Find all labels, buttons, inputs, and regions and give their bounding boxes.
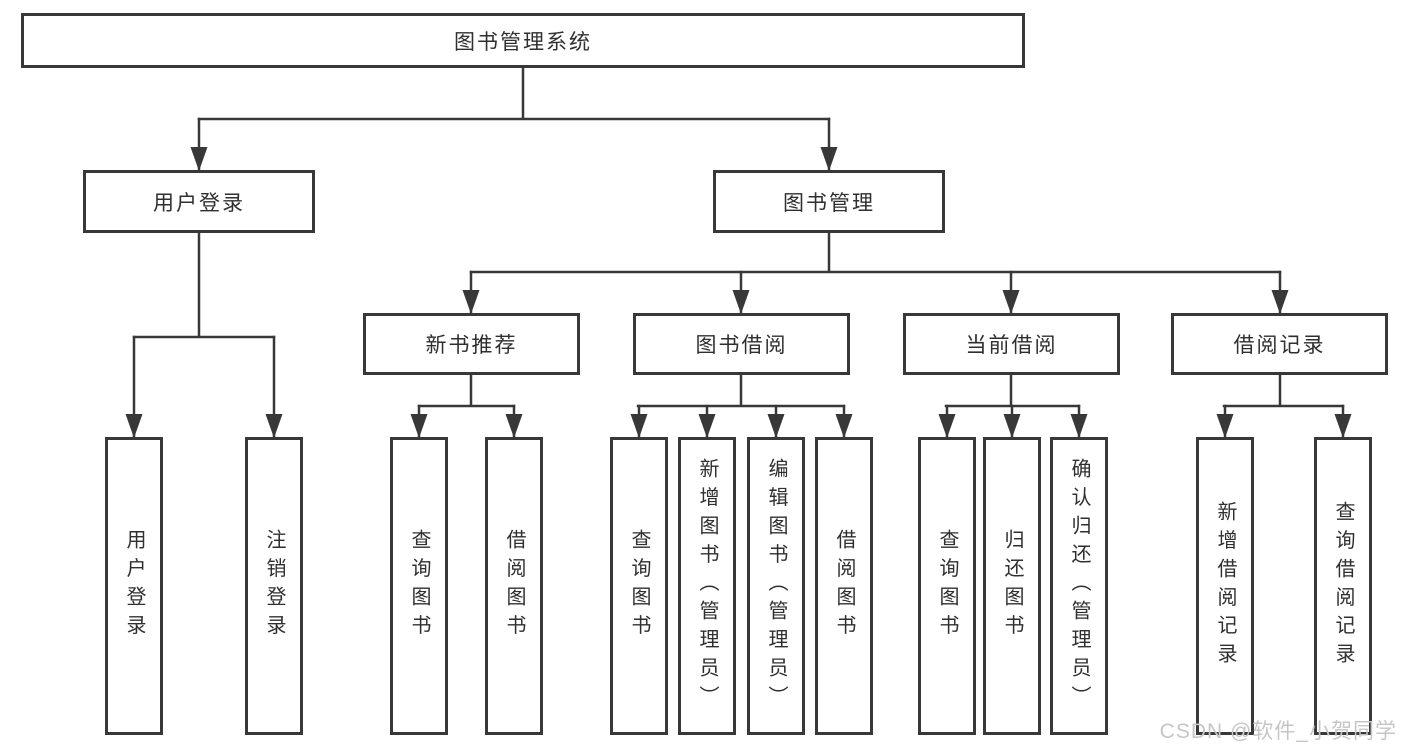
node-new-book-rec-label: 新书推荐	[425, 334, 518, 357]
leaf-bb-edit-label: 编辑图书（管理员）	[765, 458, 787, 714]
node-new-book-rec: 新书推荐	[363, 313, 580, 375]
leaf-bb-query-label: 查询图书	[628, 529, 650, 643]
leaf-bb-edit: 编辑图书（管理员）	[747, 437, 805, 735]
leaf-cb-query-label: 查询图书	[936, 529, 958, 643]
leaf-cb-return: 归还图书	[983, 437, 1041, 735]
leaf-rec-borrow: 借阅图书	[485, 437, 543, 735]
leaf-br-query: 查询借阅记录	[1314, 437, 1372, 735]
csdn-watermark: CSDN @软件_小贺同学	[1159, 720, 1397, 743]
leaf-bb-add-label: 新增图书（管理员）	[696, 458, 718, 714]
leaf-logout: 注销登录	[245, 437, 303, 735]
leaf-bb-add: 新增图书（管理员）	[678, 437, 736, 735]
node-root: 图书管理系统	[21, 13, 1025, 68]
node-mgmt-branch-label: 图书管理	[783, 191, 875, 215]
leaf-cb-return-label: 归还图书	[1001, 529, 1023, 643]
leaf-logout-label: 注销登录	[263, 529, 285, 643]
leaf-cb-query: 查询图书	[918, 437, 976, 735]
node-book-borrow: 图书借阅	[633, 313, 850, 375]
leaf-cb-confirm-label: 确认归还（管理员）	[1068, 458, 1090, 714]
node-current-borrow-label: 当前借阅	[965, 334, 1058, 357]
leaf-bb-query: 查询图书	[610, 437, 668, 735]
leaf-rec-query-label: 查询图书	[408, 529, 430, 643]
leaf-user-login-label: 用户登录	[123, 529, 145, 643]
node-user-branch-label: 用户登录	[153, 191, 245, 215]
leaf-br-add: 新增借阅记录	[1196, 437, 1254, 735]
node-book-borrow-label: 图书借阅	[695, 334, 788, 357]
leaf-bb-borrow-label: 借阅图书	[833, 529, 855, 643]
leaf-bb-borrow: 借阅图书	[815, 437, 873, 735]
node-mgmt-branch: 图书管理	[713, 170, 945, 233]
node-current-borrow: 当前借阅	[903, 313, 1120, 375]
leaf-br-add-label: 新增借阅记录	[1214, 500, 1236, 672]
node-root-label: 图书管理系统	[454, 30, 592, 54]
leaf-br-query-label: 查询借阅记录	[1332, 500, 1354, 672]
leaf-rec-query: 查询图书	[390, 437, 448, 735]
node-user-branch: 用户登录	[83, 170, 315, 233]
node-borrow-records: 借阅记录	[1171, 313, 1388, 375]
leaf-user-login: 用户登录	[105, 437, 163, 735]
leaf-cb-confirm: 确认归还（管理员）	[1050, 437, 1108, 735]
node-borrow-records-label: 借阅记录	[1233, 334, 1326, 357]
leaf-rec-borrow-label: 借阅图书	[503, 529, 525, 643]
